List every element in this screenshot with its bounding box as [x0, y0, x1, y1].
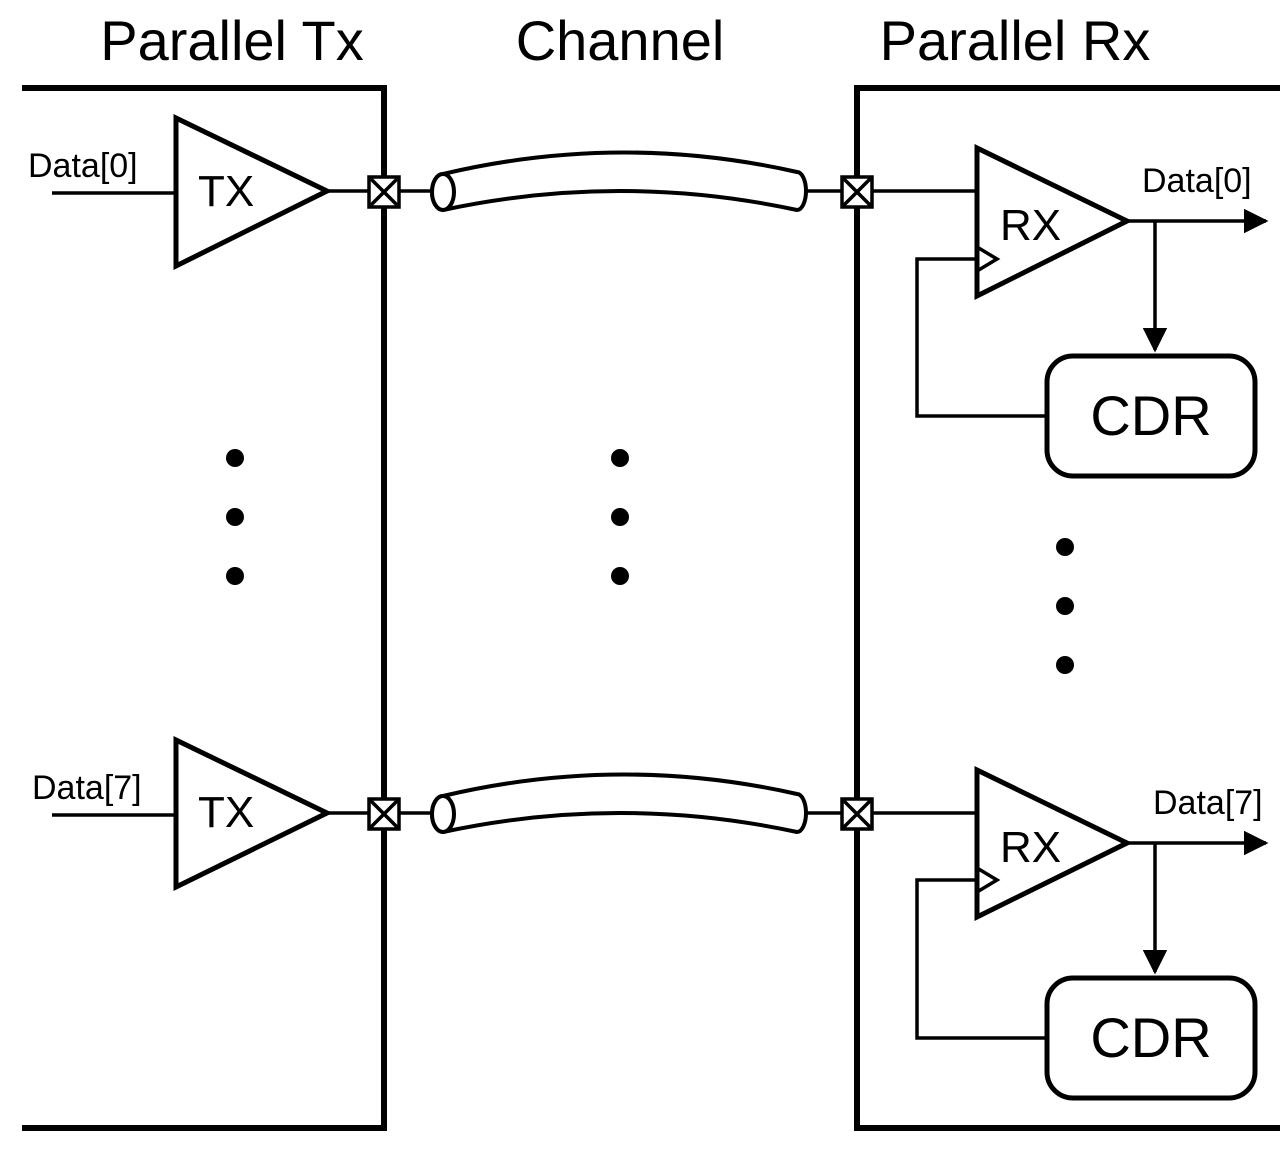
tx-pad-lane-7	[367, 797, 401, 831]
tx-driver-lane-0	[173, 114, 333, 271]
input-label-lane-7: Data[7]	[32, 769, 142, 807]
channel-ellipsis-dots	[611, 449, 629, 585]
tx-driver-lane-7	[173, 736, 333, 892]
output-label-lane-7: Data[7]	[1153, 784, 1263, 822]
rx-receiver-lane-7	[974, 766, 1133, 922]
rx-label-lane-7: RX	[1000, 823, 1061, 872]
heading-parallel-tx: Parallel Tx	[100, 9, 364, 72]
tx-label-lane-0: TX	[198, 167, 254, 216]
rx-label-lane-0: RX	[1000, 201, 1061, 250]
lane-0: Data[0] TX RX Data[0] CDR	[28, 114, 1269, 479]
heading-channel: Channel	[516, 9, 725, 72]
channel-cable-lane-0	[430, 150, 808, 213]
tx-ellipsis-dots	[226, 449, 244, 585]
cdr-label-lane-0: CDR	[1090, 384, 1211, 447]
rx-clock-input-lane-7	[976, 866, 1001, 894]
heading-parallel-rx: Parallel Rx	[880, 9, 1151, 72]
channel-cable-lane-7	[430, 772, 808, 835]
rx-pad-lane-0	[840, 175, 874, 209]
tx-label-lane-7: TX	[198, 788, 254, 837]
rx-ellipsis-dots	[1056, 538, 1074, 674]
input-label-lane-0: Data[0]	[28, 147, 138, 185]
cable-end-lane-7	[430, 794, 456, 834]
cdr-label-lane-7: CDR	[1090, 1006, 1211, 1069]
tx-pad-lane-0	[367, 175, 401, 209]
tx-chip-boundary	[22, 85, 387, 1131]
cdr-clock-feedback-lane-0	[915, 257, 1047, 418]
lane-7: Data[7] TX RX Data[7] CDR	[32, 736, 1269, 1101]
cable-end-lane-0	[430, 172, 456, 212]
rx-receiver-lane-0	[974, 144, 1133, 301]
rx-chip-boundary	[854, 85, 1280, 1131]
output-label-lane-0: Data[0]	[1142, 162, 1252, 200]
cdr-clock-feedback-lane-7	[915, 878, 1047, 1040]
rx-pad-lane-7	[840, 797, 874, 831]
rx-clock-input-lane-0	[976, 245, 1001, 273]
